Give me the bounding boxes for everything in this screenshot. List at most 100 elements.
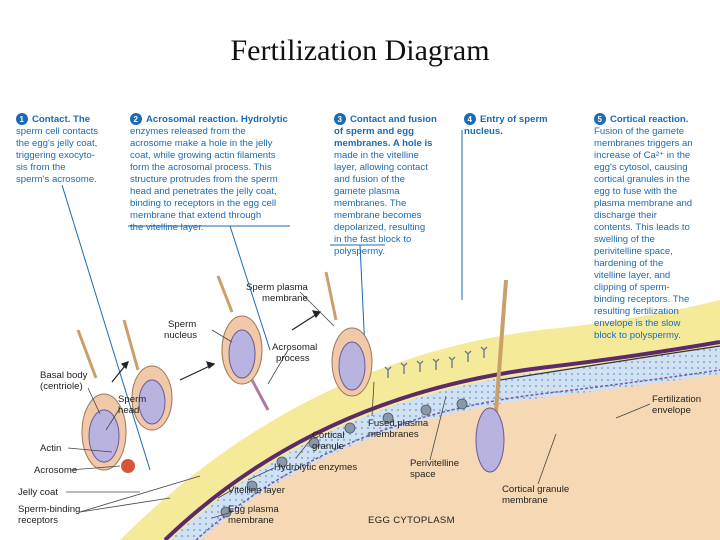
perivitelline-space-label: space xyxy=(410,469,436,480)
vitelline-layer-label: Vitelline layer xyxy=(228,485,286,496)
step-1-line: triggering exocyto- xyxy=(16,150,95,161)
sperm-binding-receptors-label: Sperm-binding xyxy=(18,504,80,515)
step-2-line: structure protrudes from the sperm xyxy=(130,174,278,185)
step-5-line: vitelline layer, and xyxy=(594,270,670,281)
step-3-line: layer, allowing contact xyxy=(334,162,428,173)
movement-arrows xyxy=(111,310,322,383)
fertilization-envelope-label: envelope xyxy=(652,405,691,416)
step-5-line: membranes triggers an xyxy=(594,138,693,149)
actin-label: Actin xyxy=(40,443,61,454)
sperm-binding-receptors-label: receptors xyxy=(18,515,58,526)
basal-body-label: (centriole) xyxy=(40,381,83,392)
step-5-line: plasma membrane and xyxy=(594,198,692,209)
step-5-line: perivitelline space, xyxy=(594,246,673,257)
step-5-line: increase of Ca²⁺ in the xyxy=(594,150,690,161)
sperm-head-label: head xyxy=(118,405,139,416)
step-5-line: binding receptors. The xyxy=(594,294,689,305)
acrosome-label: Acrosome xyxy=(34,465,77,476)
label-pointers xyxy=(66,291,651,519)
sperm-1 xyxy=(76,329,135,473)
perivitelline-space-label: Perivitelline xyxy=(410,458,459,469)
step-1-line: sperm cell contacts xyxy=(16,126,98,137)
step-5-line: egg's cytosol, causing xyxy=(594,162,688,173)
step-4-line: Entry of sperm xyxy=(480,114,548,125)
step-2-line: head and penetrates the jelly coat, xyxy=(130,186,277,197)
step-1-text: Contact. The sperm cell contacts the egg… xyxy=(16,114,98,185)
basal-body-label: Basal body xyxy=(40,370,88,381)
step-1-line: sis from the xyxy=(16,162,66,173)
hydrolytic-enzymes-label: Hydrolytic enzymes xyxy=(274,462,357,473)
egg-plasma-membrane-label: membrane xyxy=(228,515,274,526)
step-1-line: sperm's acrosome. xyxy=(16,174,97,185)
step-4-text: Entry of sperm nucleus. xyxy=(464,114,548,137)
step-5-line: contents. This leads to xyxy=(594,222,690,233)
sperm-plasma-membrane-label: membrane xyxy=(262,293,308,304)
step-number-1: 1 xyxy=(20,115,25,124)
step-3-text: Contact and fusion of sperm and egg memb… xyxy=(334,114,437,257)
step-2-line: coat, while growing actin filaments xyxy=(130,150,276,161)
cortical-granule-label: granule xyxy=(312,441,344,452)
sperm-4 xyxy=(324,271,373,397)
step-5-line: resulting fertilization xyxy=(594,306,679,317)
step-3-line: membranes. The xyxy=(334,198,406,209)
step-5-line: block to polyspermy. xyxy=(594,330,681,341)
fused-plasma-membranes-label: Fused plasma xyxy=(368,418,429,429)
step-5-line: hardening of the xyxy=(594,258,663,269)
fertilization-envelope-label: Fertilization xyxy=(652,394,701,405)
fused-plasma-membranes-label: membranes xyxy=(368,429,419,440)
jelly-coat-label: Jelly coat xyxy=(18,487,58,498)
page-title: Fertilization Diagram xyxy=(230,34,490,67)
step-3-line: of sperm and egg xyxy=(334,126,414,137)
step-5-text: Cortical reaction. Fusion of the gamete … xyxy=(594,114,693,341)
sperm-head-label: Sperm xyxy=(118,394,146,405)
cortical-granule-membrane-label: Cortical granule xyxy=(502,484,569,495)
sperm-5 xyxy=(475,279,508,473)
acrosomal-process-label: Acrosomal xyxy=(272,342,317,353)
step-3-line: and fusion of the xyxy=(334,174,405,185)
step-5-line: Fusion of the gamete xyxy=(594,126,684,137)
step-1-line: Contact. The xyxy=(32,114,90,125)
sperm-plasma-membrane-label: Sperm plasma xyxy=(246,282,309,293)
step-number-4: 4 xyxy=(468,115,473,124)
step-2-line: acrosome make a hole in the jelly xyxy=(130,138,273,149)
step-5-line: cortical granules in the xyxy=(594,174,690,185)
step-5-line: clipping of sperm- xyxy=(594,282,670,293)
step-2-line: the vitelline layer. xyxy=(130,222,204,233)
step-2-line: form the acrosomal process. This xyxy=(130,162,272,173)
step-number-markers xyxy=(16,113,606,125)
cortical-granule-label: Cortical xyxy=(312,430,345,441)
step-3-line: membrane becomes xyxy=(334,210,422,221)
step-2-line: Acrosomal reaction. Hydrolytic xyxy=(146,114,288,125)
acrosomal-process-label: process xyxy=(276,353,310,364)
egg xyxy=(120,300,720,540)
step-3-line: gamete plasma xyxy=(334,186,400,197)
step-3-line: made in the vitelline xyxy=(334,150,419,161)
step-2-line: membrane that extend through xyxy=(130,210,261,221)
step-2-line: enzymes released from the xyxy=(130,126,246,137)
step-1-line: the egg's jelly coat, xyxy=(16,138,97,149)
step-number-3: 3 xyxy=(338,115,343,124)
step-5-line: swelling of the xyxy=(594,234,655,245)
step-2-text: Acrosomal reaction. Hydrolytic enzymes r… xyxy=(130,114,288,233)
step-5-line: Cortical reaction. xyxy=(610,114,688,125)
step-2-line: binding to receptors in the egg cell xyxy=(130,198,276,209)
step-4-line: nucleus. xyxy=(464,126,503,137)
sperm-3 xyxy=(216,275,270,411)
step-3-line: in the fast block to xyxy=(334,234,411,245)
step-3-line: depolarized, resulting xyxy=(334,222,425,233)
step-3-line: membranes. A hole is xyxy=(334,138,432,149)
step-3-line: polyspermy. xyxy=(334,246,385,257)
sperm-2 xyxy=(122,319,173,431)
step-number-2: 2 xyxy=(134,115,139,124)
step-5-line: egg to fuse with the xyxy=(594,186,677,197)
sperm-binding-receptors xyxy=(384,346,488,378)
step-5-line: envelope is the slow xyxy=(594,318,680,329)
sperm-nucleus-label: nucleus xyxy=(164,330,197,341)
egg-cytoplasm-label: EGG CYTOPLASM xyxy=(368,515,455,526)
sperm-nucleus-label: Sperm xyxy=(168,319,196,330)
cortical-granules xyxy=(220,398,468,518)
step-number-5: 5 xyxy=(598,115,603,124)
step-3-line: Contact and fusion xyxy=(350,114,437,125)
cortical-granule-membrane-label: membrane xyxy=(502,495,548,506)
